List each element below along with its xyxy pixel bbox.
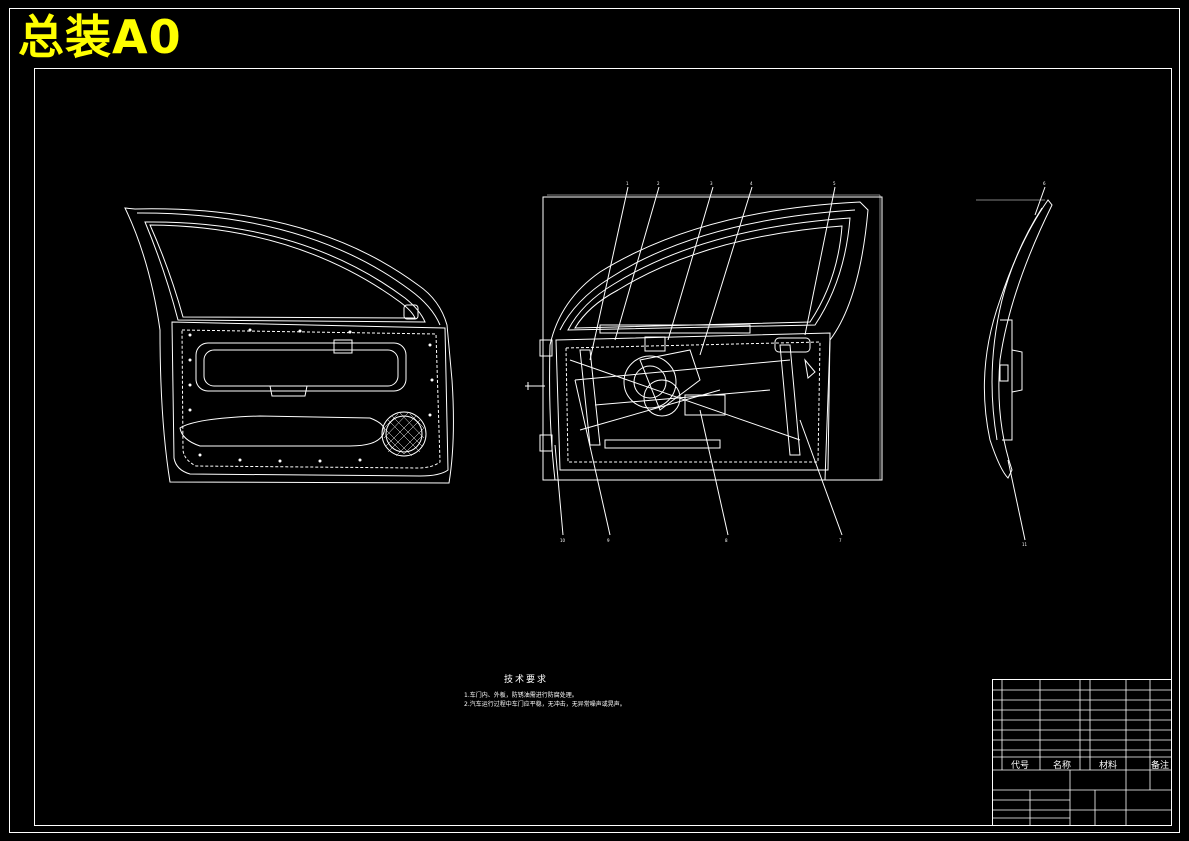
- drawing-border-outer: [9, 8, 1180, 833]
- title-block-remark-header: 备注: [1151, 761, 1170, 771]
- svg-text:7: 7: [839, 538, 842, 543]
- svg-text:9: 9: [607, 538, 610, 543]
- svg-text:10: 10: [560, 538, 566, 543]
- sheet-title: 总装A0: [18, 10, 182, 64]
- title-block-code-header: 代号: [1011, 761, 1030, 771]
- tech-req-title: 技术要求: [504, 675, 549, 685]
- svg-text:2: 2: [657, 181, 660, 186]
- svg-text:8: 8: [725, 538, 728, 543]
- svg-text:3: 3: [710, 181, 713, 186]
- door-view-left: [124, 207, 454, 484]
- svg-text:5: 5: [833, 181, 836, 186]
- svg-text:1: 1: [626, 181, 629, 186]
- tech-req-line-1: 1.车门内、外板，防锈油需进行防腐处理。: [464, 692, 578, 699]
- door-view-middle: 1 2 3 4 5 10 9 8 7: [525, 181, 883, 543]
- svg-text:11: 11: [1022, 542, 1028, 547]
- title-block: 代号 名称 材料 备注: [992, 679, 1172, 826]
- drawing-border-inner: [34, 68, 1172, 826]
- title-block-name-header: 名称: [1053, 761, 1072, 771]
- title-block-material-header: 材料: [1099, 761, 1118, 771]
- svg-text:4: 4: [750, 181, 753, 186]
- title-block-grid: [992, 679, 1172, 826]
- door-view-right: 6 11: [976, 181, 1053, 547]
- svg-text:6: 6: [1043, 181, 1046, 186]
- tech-req-line-2: 2.汽车运行过程中车门应平稳，无冲击，无异常噪声或晃声。: [464, 701, 626, 708]
